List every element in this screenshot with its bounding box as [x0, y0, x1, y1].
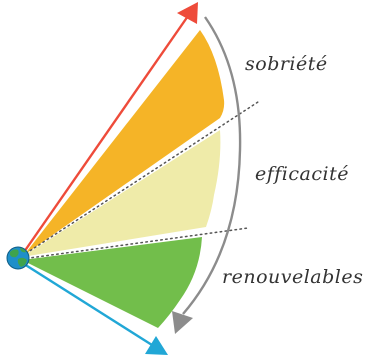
arrow-top-line — [23, 15, 189, 253]
arrow-curve-head — [172, 311, 193, 334]
segment-efficacite — [22, 130, 221, 257]
arrow-curve-line — [182, 16, 242, 315]
segment-renouvelables — [22, 237, 202, 328]
globe-icon — [6, 246, 30, 270]
arrow-bottom-line — [23, 262, 153, 347]
label-efficacite: efficacité — [255, 163, 349, 185]
divider-bottom — [21, 227, 249, 260]
label-sobriete: sobriété — [245, 53, 328, 75]
divider-top — [21, 101, 259, 257]
segment-sobriete — [24, 30, 225, 255]
arrow-bottom-head — [145, 336, 168, 355]
arrow-top-head — [177, 2, 198, 24]
label-renouvelables: renouvelables — [222, 266, 363, 288]
